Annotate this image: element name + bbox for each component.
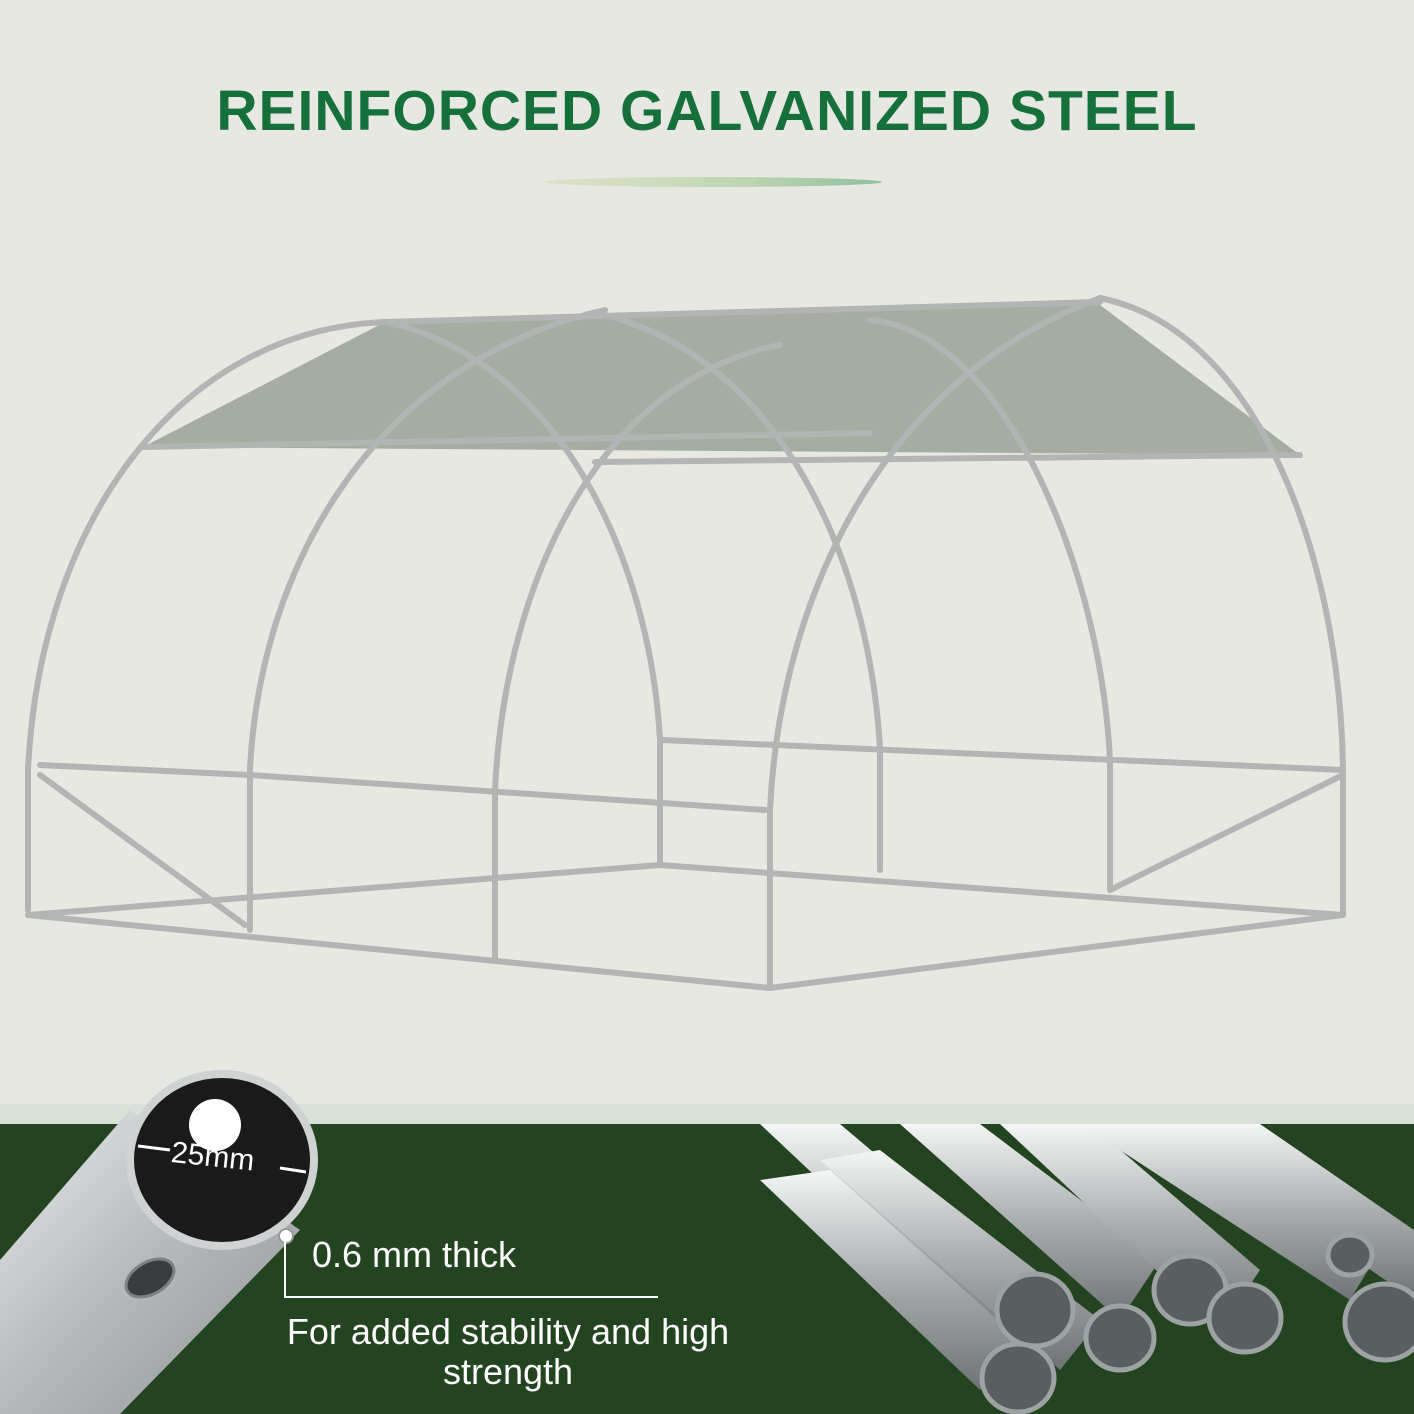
greenhouse-frame-icon	[25, 295, 1346, 991]
callout-marker	[278, 1228, 294, 1244]
panel-top-band	[0, 1104, 1414, 1126]
callout-line	[284, 1242, 286, 1298]
benefit-description: For added stability and high strength	[286, 1311, 730, 1392]
thickness-label: 0.6 mm thick	[312, 1234, 517, 1275]
headline: REINFORCED GALVANIZED STEEL	[216, 79, 1198, 143]
steel-pipes-icon	[760, 1124, 1414, 1414]
steel-tube-icon	[0, 1070, 318, 1414]
title-underline	[544, 177, 882, 187]
callout-underline	[284, 1296, 658, 1298]
